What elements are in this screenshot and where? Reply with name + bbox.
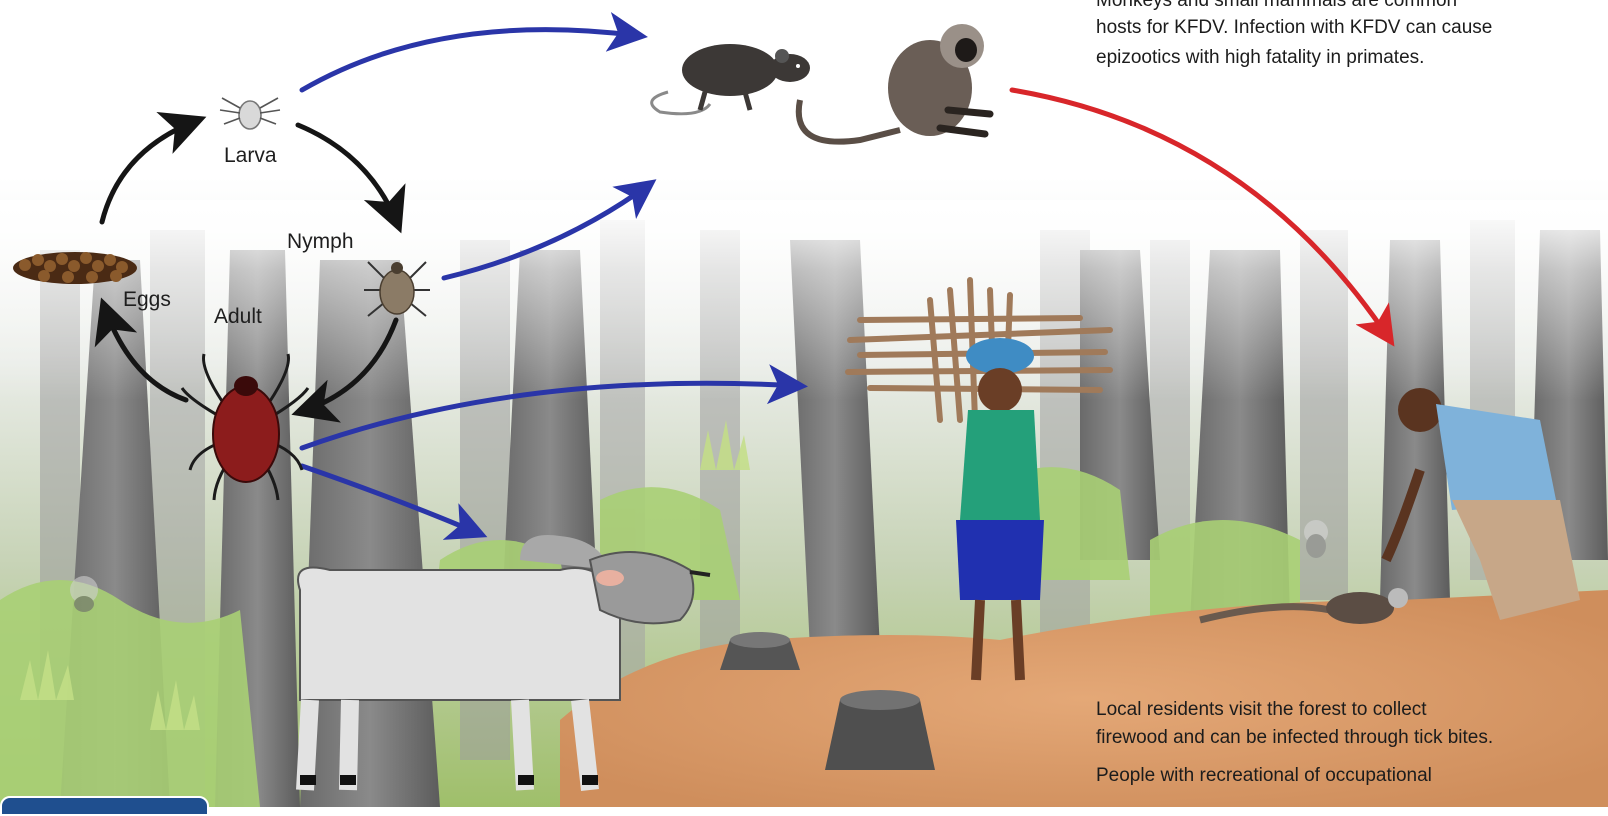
resident-text-line-3: People with recreational of occupational xyxy=(1096,762,1608,789)
resident-text-line-1: Local residents visit the forest to coll… xyxy=(1096,696,1608,723)
nymph-label: Nymph xyxy=(287,230,354,254)
resident-text-line-2: firewood and can be infected through tic… xyxy=(1096,724,1608,751)
adult-label: Adult xyxy=(214,305,262,329)
tick-egg-cluster-icon xyxy=(13,252,137,284)
host-text-line-3: epizootics with high fatality in primate… xyxy=(1096,44,1608,71)
eggs-label: Eggs xyxy=(123,288,171,312)
host-text-line-2: hosts for KFDV. Infection with KFDV can … xyxy=(1096,14,1608,41)
legend-badge xyxy=(0,796,209,816)
host-text-line-1: Monkeys and small mammals are common xyxy=(1096,0,1608,14)
larva-label: Larva xyxy=(224,144,277,168)
